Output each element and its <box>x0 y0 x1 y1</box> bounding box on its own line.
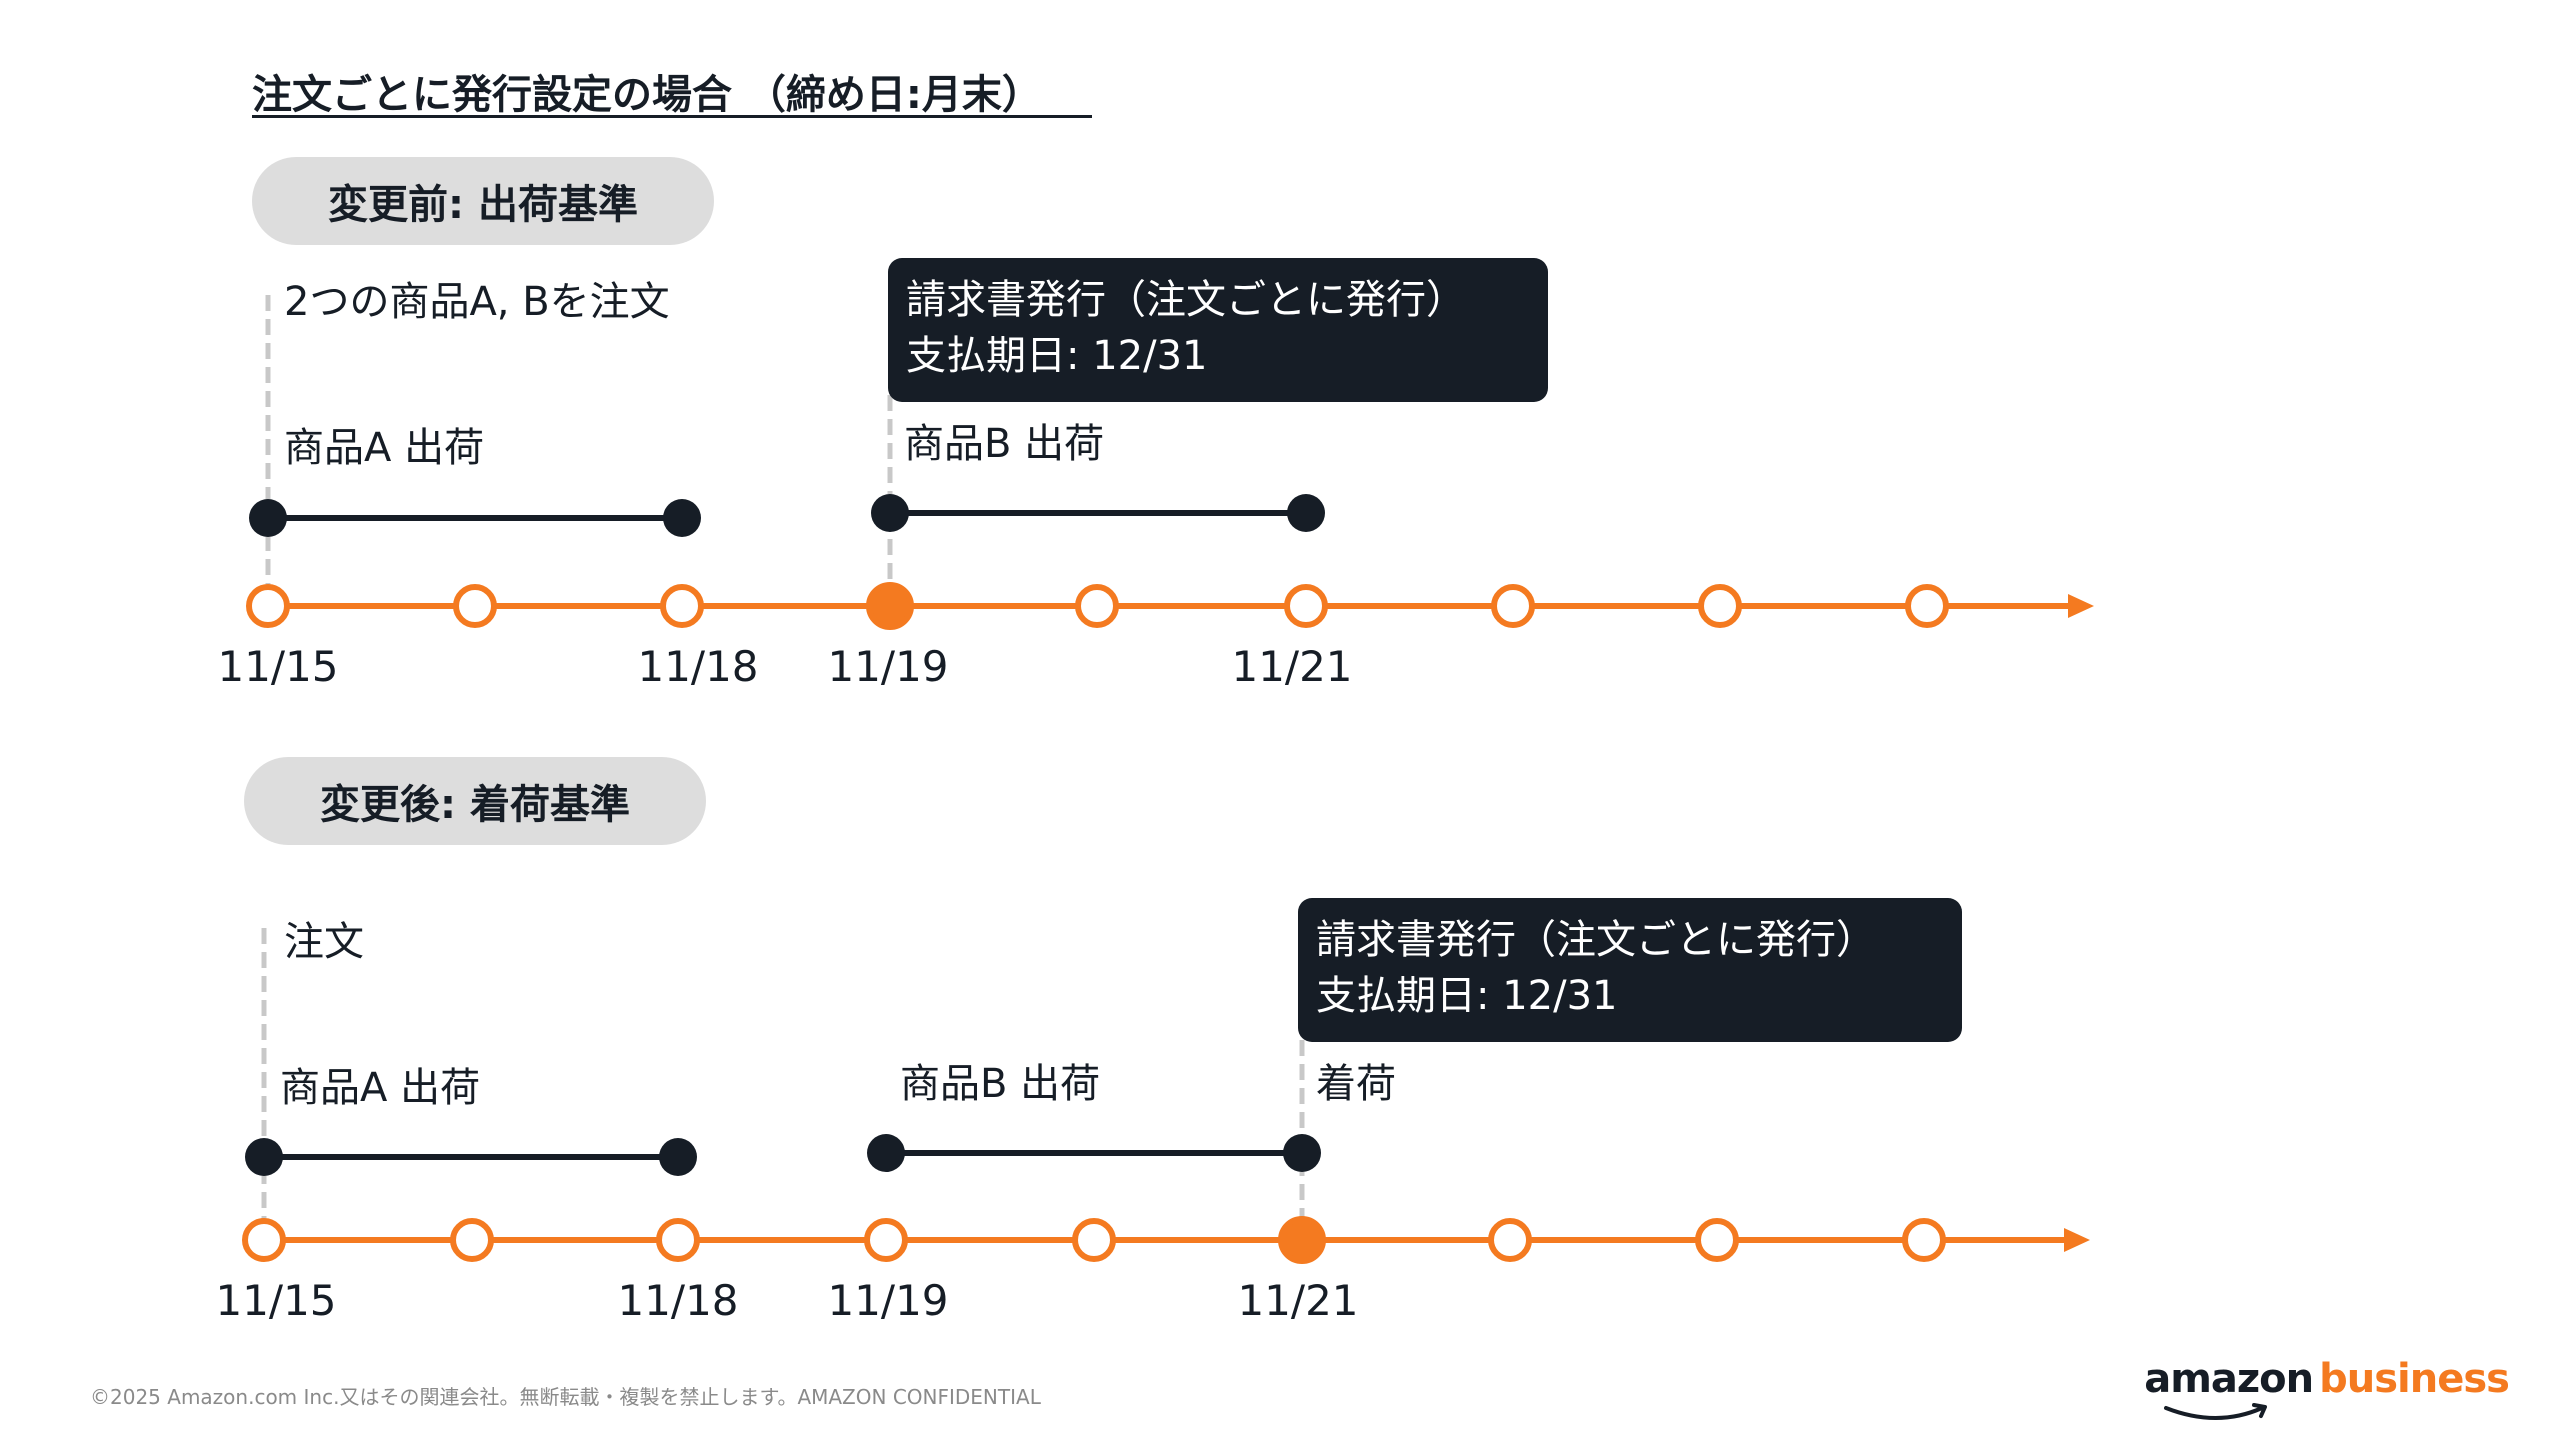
after-node-7 <box>1488 1218 1532 1262</box>
before-timeline-group <box>246 295 2094 630</box>
before-item-a-start-dot <box>249 499 287 537</box>
before-item-a-label: 商品A 出荷 <box>284 425 485 471</box>
before-node-9 <box>1905 584 1949 628</box>
before-invoice-callout: 請求書発行（注文ごとに発行） 支払期日: 12/31 <box>888 258 1548 402</box>
title-underline <box>252 115 1092 118</box>
before-item-a-end-dot <box>663 499 701 537</box>
before-node-3 <box>660 584 704 628</box>
page-title: 注文ごとに発行設定の場合 （締め日:月末） <box>252 72 1042 118</box>
after-date-3: 11/19 <box>827 1276 949 1325</box>
before-node-1 <box>246 584 290 628</box>
after-node-8 <box>1695 1218 1739 1262</box>
after-node-5 <box>1072 1218 1116 1262</box>
before-node-7 <box>1491 584 1535 628</box>
logo-word-amazon: amazon <box>2144 1356 2314 1402</box>
smile-icon <box>2164 1403 2268 1420</box>
after-arrival-label: 着荷 <box>1316 1061 1396 1107</box>
before-date-3: 11/19 <box>827 642 949 691</box>
after-section-pill-label: 変更後: 着荷基準 <box>320 782 630 828</box>
before-node-8 <box>1698 584 1742 628</box>
after-date-4: 11/21 <box>1237 1276 1359 1325</box>
after-timeline-group <box>242 928 2090 1264</box>
before-date-1: 11/15 <box>217 642 339 691</box>
after-invoice-callout: 請求書発行（注文ごとに発行） 支払期日: 12/31 <box>1298 898 1962 1042</box>
after-axis-nodes <box>242 1216 1946 1264</box>
after-item-a-end-dot <box>659 1138 697 1176</box>
before-section-pill: 変更前: 出荷基準 <box>252 157 714 245</box>
before-axis-nodes <box>246 582 1949 630</box>
after-axis-arrowhead <box>2064 1228 2090 1252</box>
copyright-footer: ©2025 Amazon.com Inc.又はその関連会社。無断転載・複製を禁止… <box>90 1385 1041 1409</box>
before-order-label: 2つの商品A, Bを注文 <box>284 279 670 325</box>
before-section-pill-label: 変更前: 出荷基準 <box>328 182 638 228</box>
after-section-pill: 変更後: 着荷基準 <box>244 757 706 845</box>
after-item-b-label: 商品B 出荷 <box>900 1061 1101 1107</box>
after-date-1: 11/15 <box>215 1276 337 1325</box>
before-item-b-start-dot <box>871 494 909 532</box>
before-node-4-highlight <box>866 582 914 630</box>
before-item-b-end-dot <box>1287 494 1325 532</box>
after-order-label: 注文 <box>284 919 364 965</box>
after-callout-title: 請求書発行（注文ごとに発行） <box>1316 917 1876 963</box>
before-date-2: 11/18 <box>637 642 759 691</box>
after-node-6-highlight <box>1278 1216 1326 1264</box>
after-item-a-label: 商品A 出荷 <box>280 1065 481 1111</box>
after-node-9 <box>1902 1218 1946 1262</box>
after-node-4 <box>864 1218 908 1262</box>
before-node-5 <box>1075 584 1119 628</box>
after-date-2: 11/18 <box>617 1276 739 1325</box>
before-callout-due: 支払期日: 12/31 <box>906 333 1208 379</box>
before-date-4: 11/21 <box>1231 642 1353 691</box>
logo-word-business: business <box>2319 1356 2510 1402</box>
before-axis-arrowhead <box>2068 594 2094 618</box>
after-item-b-end-dot <box>1283 1134 1321 1172</box>
before-node-6 <box>1284 584 1328 628</box>
after-node-3 <box>656 1218 700 1262</box>
after-callout-due: 支払期日: 12/31 <box>1316 973 1618 1019</box>
before-callout-title: 請求書発行（注文ごとに発行） <box>906 277 1466 323</box>
before-node-2 <box>453 584 497 628</box>
after-item-b-start-dot <box>867 1134 905 1172</box>
after-item-a-start-dot <box>245 1138 283 1176</box>
after-node-2 <box>450 1218 494 1262</box>
before-item-b-label: 商品B 出荷 <box>904 421 1105 467</box>
after-node-1 <box>242 1218 286 1262</box>
